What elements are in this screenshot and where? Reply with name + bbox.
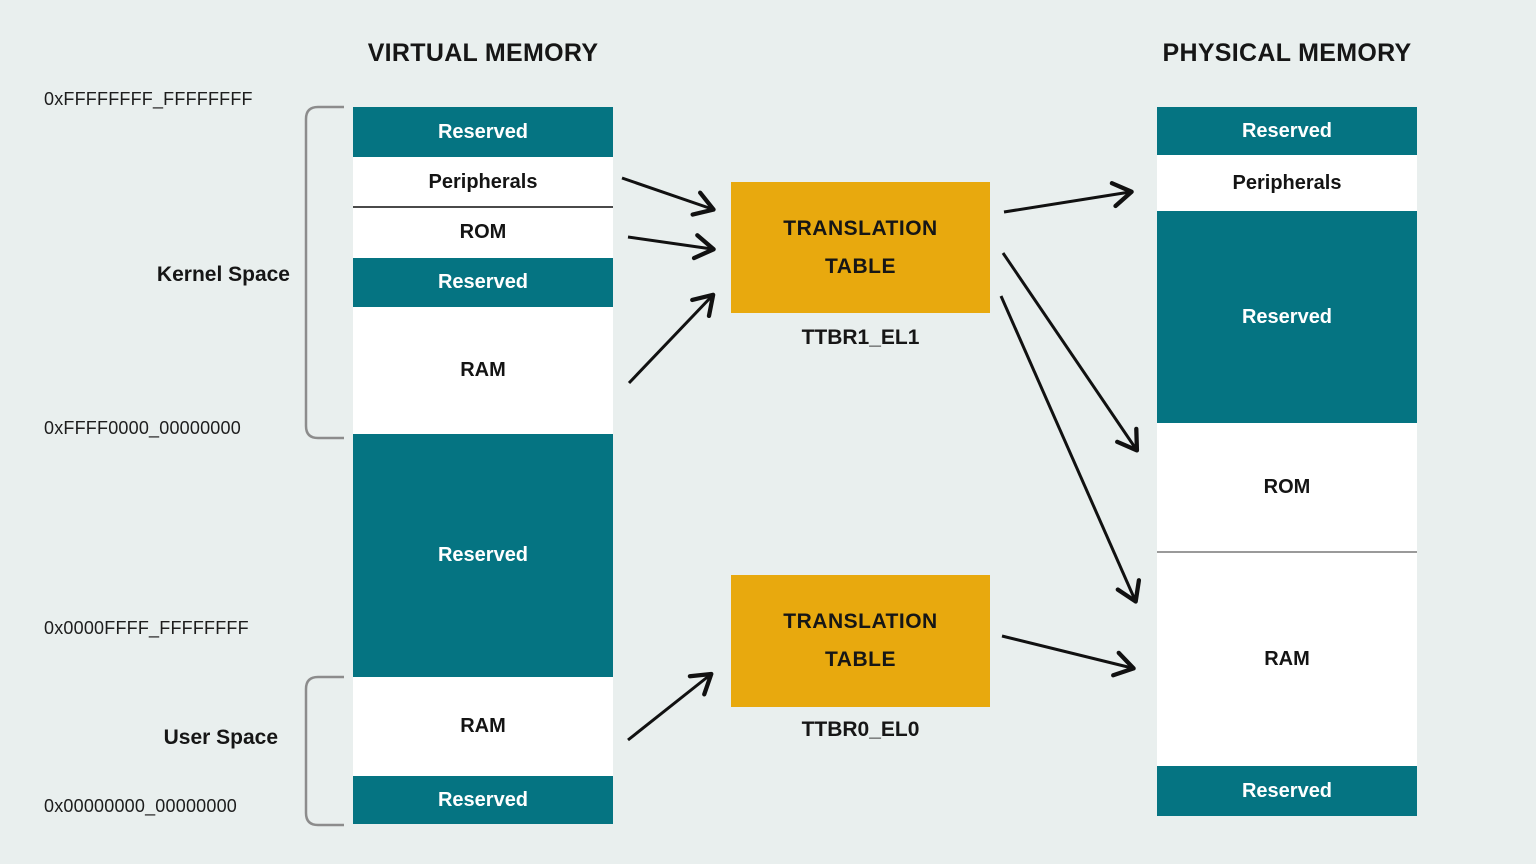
translation-table-ttbr1-line2: TABLE [825, 254, 896, 278]
address-label-user-top: 0x0000FFFF_FFFFFFFF [44, 618, 249, 638]
physical-memory-title: PHYSICAL MEMORY [1162, 39, 1412, 67]
virtual-block-reserved-3: Reserved [353, 434, 613, 677]
arrow-ttbr1-to-physical-rom [1001, 252, 1140, 453]
physical-block-peripherals: Peripherals [1157, 155, 1417, 211]
physical-block-ram: RAM [1157, 552, 1417, 766]
physical-block-reserved-1: Reserved [1157, 107, 1417, 155]
translation-table-ttbr0: TRANSLATION TABLE [731, 575, 990, 707]
arrow-rom-to-ttbr1 [627, 233, 716, 261]
virtual-block-reserved-2: Reserved [353, 258, 613, 307]
physical-rom-ram-divider [1157, 551, 1417, 553]
arrow-user-ram-to-ttbr0 [627, 671, 714, 742]
virtual-block-reserved-4: Reserved [353, 776, 613, 824]
virtual-block-peripherals: Peripherals [353, 157, 613, 207]
virtual-block-rom: ROM [353, 207, 613, 258]
kernel-space-bracket [304, 105, 344, 440]
physical-block-rom: ROM [1157, 423, 1417, 552]
virtual-block-reserved-1: Reserved [353, 107, 613, 157]
kernel-space-label: Kernel Space [156, 263, 290, 286]
user-space-bracket [304, 675, 344, 827]
address-label-bottom: 0x00000000_00000000 [44, 796, 237, 816]
virtual-peripherals-rom-divider [353, 206, 613, 208]
arrow-kernel-ram-to-ttbr1 [627, 292, 716, 385]
arrow-peripherals-to-ttbr1 [621, 176, 716, 217]
physical-block-reserved-2: Reserved [1157, 211, 1417, 423]
address-label-top: 0xFFFFFFFF_FFFFFFFF [44, 89, 253, 109]
arrow-ttbr1-to-physical-peripherals [1003, 181, 1134, 214]
translation-table-ttbr0-line1: TRANSLATION [783, 610, 938, 633]
translation-table-ttbr1-line1: TRANSLATION [783, 216, 938, 240]
physical-block-reserved-3: Reserved [1157, 766, 1417, 816]
ttbr1-register-label: TTBR1_EL1 [801, 326, 920, 349]
translation-table-ttbr0-line2: TABLE [825, 648, 896, 671]
virtual-block-kernel-ram: RAM [353, 307, 613, 434]
ttbr0-register-label: TTBR0_EL0 [801, 718, 920, 741]
virtual-block-user-ram: RAM [353, 677, 613, 776]
address-label-kernel-base: 0xFFFF0000_00000000 [44, 418, 241, 438]
user-space-label: User Space [163, 726, 278, 749]
virtual-memory-title: VIRTUAL MEMORY [367, 39, 599, 67]
translation-table-ttbr1: TRANSLATION TABLE [731, 182, 990, 313]
arrow-ttbr0-to-physical-ram [1001, 634, 1136, 678]
arrow-ttbr1-to-physical-ram [999, 295, 1142, 604]
